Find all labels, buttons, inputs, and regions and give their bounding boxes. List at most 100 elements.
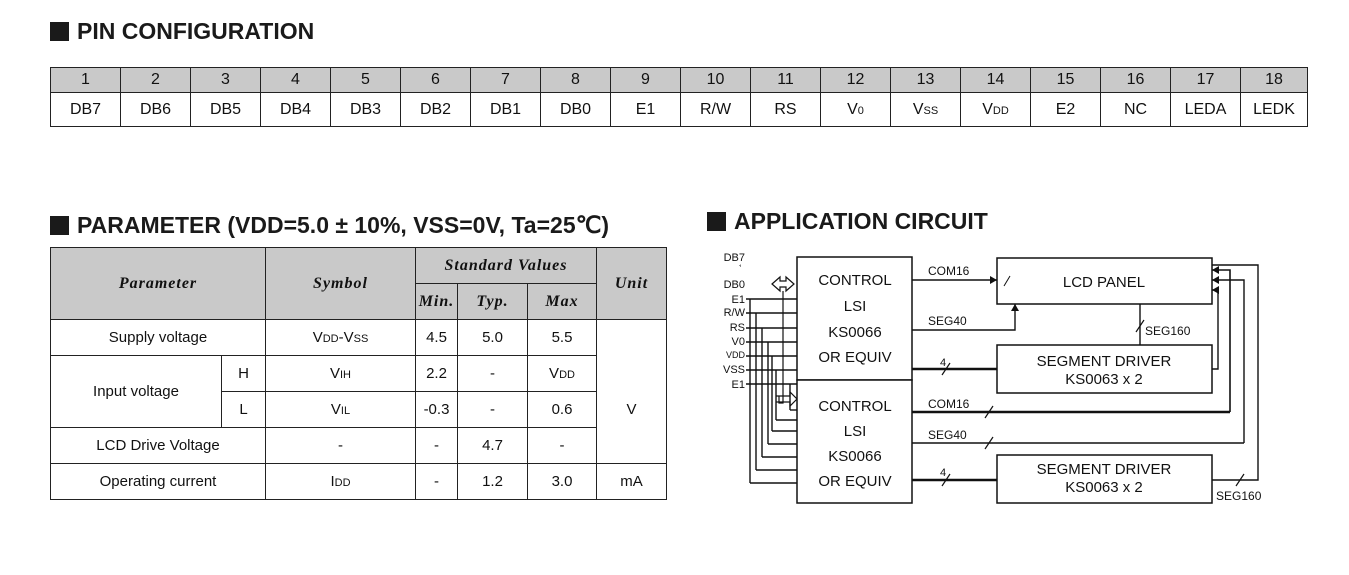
pin-name-cell: R/W xyxy=(680,92,751,127)
pin-config-title: PIN CONFIGURATION xyxy=(77,18,315,44)
input-voltage-unit: V xyxy=(596,355,667,464)
parameter-heading: PARAMETER (VDD=5.0 ± 10%, VSS=0V, Ta=25℃… xyxy=(50,212,609,238)
arrow-com16-icon xyxy=(990,276,997,284)
segment-driver-2-line2: KS0063 x 2 xyxy=(1065,479,1143,496)
input-h-min: 2.2 xyxy=(415,355,458,392)
pin-number-cell: 7 xyxy=(470,67,541,93)
table-row: Input voltage H VIH 2.2 - VDD V xyxy=(50,355,667,464)
control-lsi-1-line2: LSI xyxy=(844,298,867,315)
signal-e1: E1 xyxy=(732,294,745,306)
signal-vss: VSS xyxy=(723,364,745,376)
input-l-typ: - xyxy=(457,391,528,428)
control-lsi-1-line1: CONTROL xyxy=(818,272,891,289)
operating-current-label: Operating current xyxy=(50,463,266,500)
pin-number-cell: 17 xyxy=(1170,67,1241,93)
pin-number-cell: 4 xyxy=(260,67,331,93)
pin-name-cell: DB5 xyxy=(190,92,261,127)
input-h-typ: - xyxy=(457,355,528,392)
supply-voltage-typ: 5.0 xyxy=(457,319,528,356)
input-lines xyxy=(746,298,797,484)
pin-name-cell: V0 xyxy=(820,92,891,127)
lcd-drive-min: - xyxy=(415,427,458,464)
lcd-panel-label: LCD PANEL xyxy=(1063,274,1145,291)
lcd-panel-box xyxy=(996,257,1213,305)
pin-number-cell: 12 xyxy=(820,67,891,93)
control-lsi-2-line3: KS0066 xyxy=(828,448,881,465)
label-4-bottom: 4 xyxy=(940,467,946,479)
signal-vdd: VDD xyxy=(726,350,746,360)
supply-voltage-max: 5.5 xyxy=(527,319,597,356)
control-lsi-1-line3: KS0066 xyxy=(828,324,881,341)
input-l-level: L xyxy=(221,391,266,428)
header-parameter: Parameter xyxy=(50,247,266,320)
parameter-conditions: (VDD=5.0 ± 10%, VSS=0V, Ta=25℃) xyxy=(227,212,610,238)
pin-name-cell: VSS xyxy=(890,92,961,127)
supply-voltage-label: Supply voltage xyxy=(50,319,266,356)
control-lsi-box-1 xyxy=(796,256,913,381)
signal-range-mark: ꜗ xyxy=(739,264,741,267)
pin-number-cell: 6 xyxy=(400,67,471,93)
heading-square-icon xyxy=(50,22,69,41)
header-min: Min. xyxy=(415,283,458,320)
pin-number-cell: 10 xyxy=(680,67,751,93)
control-lsi-2-line2: LSI xyxy=(844,423,867,440)
pin-number-cell: 2 xyxy=(120,67,191,93)
pin-name-cell: DB1 xyxy=(470,92,541,127)
label-seg40-bottom: SEG40 xyxy=(928,428,967,442)
pin-number-cell: 3 xyxy=(190,67,261,93)
pin-number-cell: 15 xyxy=(1030,67,1101,93)
bus-arrow-top-icon xyxy=(771,275,795,293)
control-lsi-2-line1: CONTROL xyxy=(818,398,891,415)
parameter-table: Parameter Symbol Standard Values Unit Mi… xyxy=(50,247,667,500)
operating-current-unit: mA xyxy=(596,463,667,500)
pin-name-cell: VDD xyxy=(960,92,1031,127)
input-voltage-label: Input voltage xyxy=(50,355,222,428)
input-l-symbol: VIL xyxy=(265,391,416,428)
pin-number-cell: 11 xyxy=(750,67,821,93)
signal-v0: V0 xyxy=(732,336,745,348)
pin-name-cell: DB0 xyxy=(540,92,611,127)
input-l-min: -0.3 xyxy=(415,391,458,428)
supply-voltage-min: 4.5 xyxy=(415,319,458,356)
parameter-title: PARAMETER xyxy=(77,212,221,238)
pin-name-cell: DB4 xyxy=(260,92,331,127)
pin-number-cell: 8 xyxy=(540,67,611,93)
heading-square-icon xyxy=(707,212,726,231)
control-lsi-1-line4: OR EQUIV xyxy=(818,349,891,366)
label-com16-top: COM16 xyxy=(928,264,970,278)
circuit-wiring xyxy=(912,264,1259,487)
table-row: Operating current IDD - 1.2 3.0 mA xyxy=(50,463,667,500)
input-h-max: VDD xyxy=(527,355,597,392)
operating-current-max: 3.0 xyxy=(527,463,597,500)
pin-number-cell: 5 xyxy=(330,67,401,93)
pin-name-cell: LEDA xyxy=(1170,92,1241,127)
pin-name-cell: E2 xyxy=(1030,92,1101,127)
arrow-panel-in-3-icon xyxy=(1212,286,1219,294)
header-symbol: Symbol xyxy=(265,247,416,320)
segment-driver-1-line1: SEGMENT DRIVER xyxy=(1037,353,1172,370)
heading-square-icon xyxy=(50,216,69,235)
header-unit: Unit xyxy=(596,247,667,320)
pin-name-cell: RS xyxy=(750,92,821,127)
arrow-panel-in-2-icon xyxy=(1212,276,1219,284)
control-lsi-2-line4: OR EQUIV xyxy=(818,473,891,490)
lcd-drive-symbol: - xyxy=(265,427,416,464)
application-circuit-diagram: DB7 ꜗ DB0 E1 R/W RS V0 VDD VSS E1 xyxy=(723,252,1262,504)
header-standard-values: Standard Values xyxy=(415,247,597,284)
lcd-drive-max: - xyxy=(527,427,597,464)
header-typ: Typ. xyxy=(457,283,528,320)
application-circuit-title: APPLICATION CIRCUIT xyxy=(734,208,988,234)
label-com16-bottom: COM16 xyxy=(928,397,970,411)
segment-driver-box-1 xyxy=(996,344,1213,394)
operating-current-typ: 1.2 xyxy=(457,463,528,500)
panel-arrowheads xyxy=(990,266,1219,311)
supply-voltage-symbol: VDD-VSS xyxy=(265,319,416,356)
pin-name-cell: LEDK xyxy=(1240,92,1308,127)
signal-e1b: E1 xyxy=(732,379,745,391)
arrow-panel-in-1-icon xyxy=(1212,266,1219,274)
lcd-drive-label: LCD Drive Voltage xyxy=(50,427,266,464)
segment-driver-1-line2: KS0063 x 2 xyxy=(1065,371,1143,388)
pin-name-cell: DB7 xyxy=(50,92,121,127)
